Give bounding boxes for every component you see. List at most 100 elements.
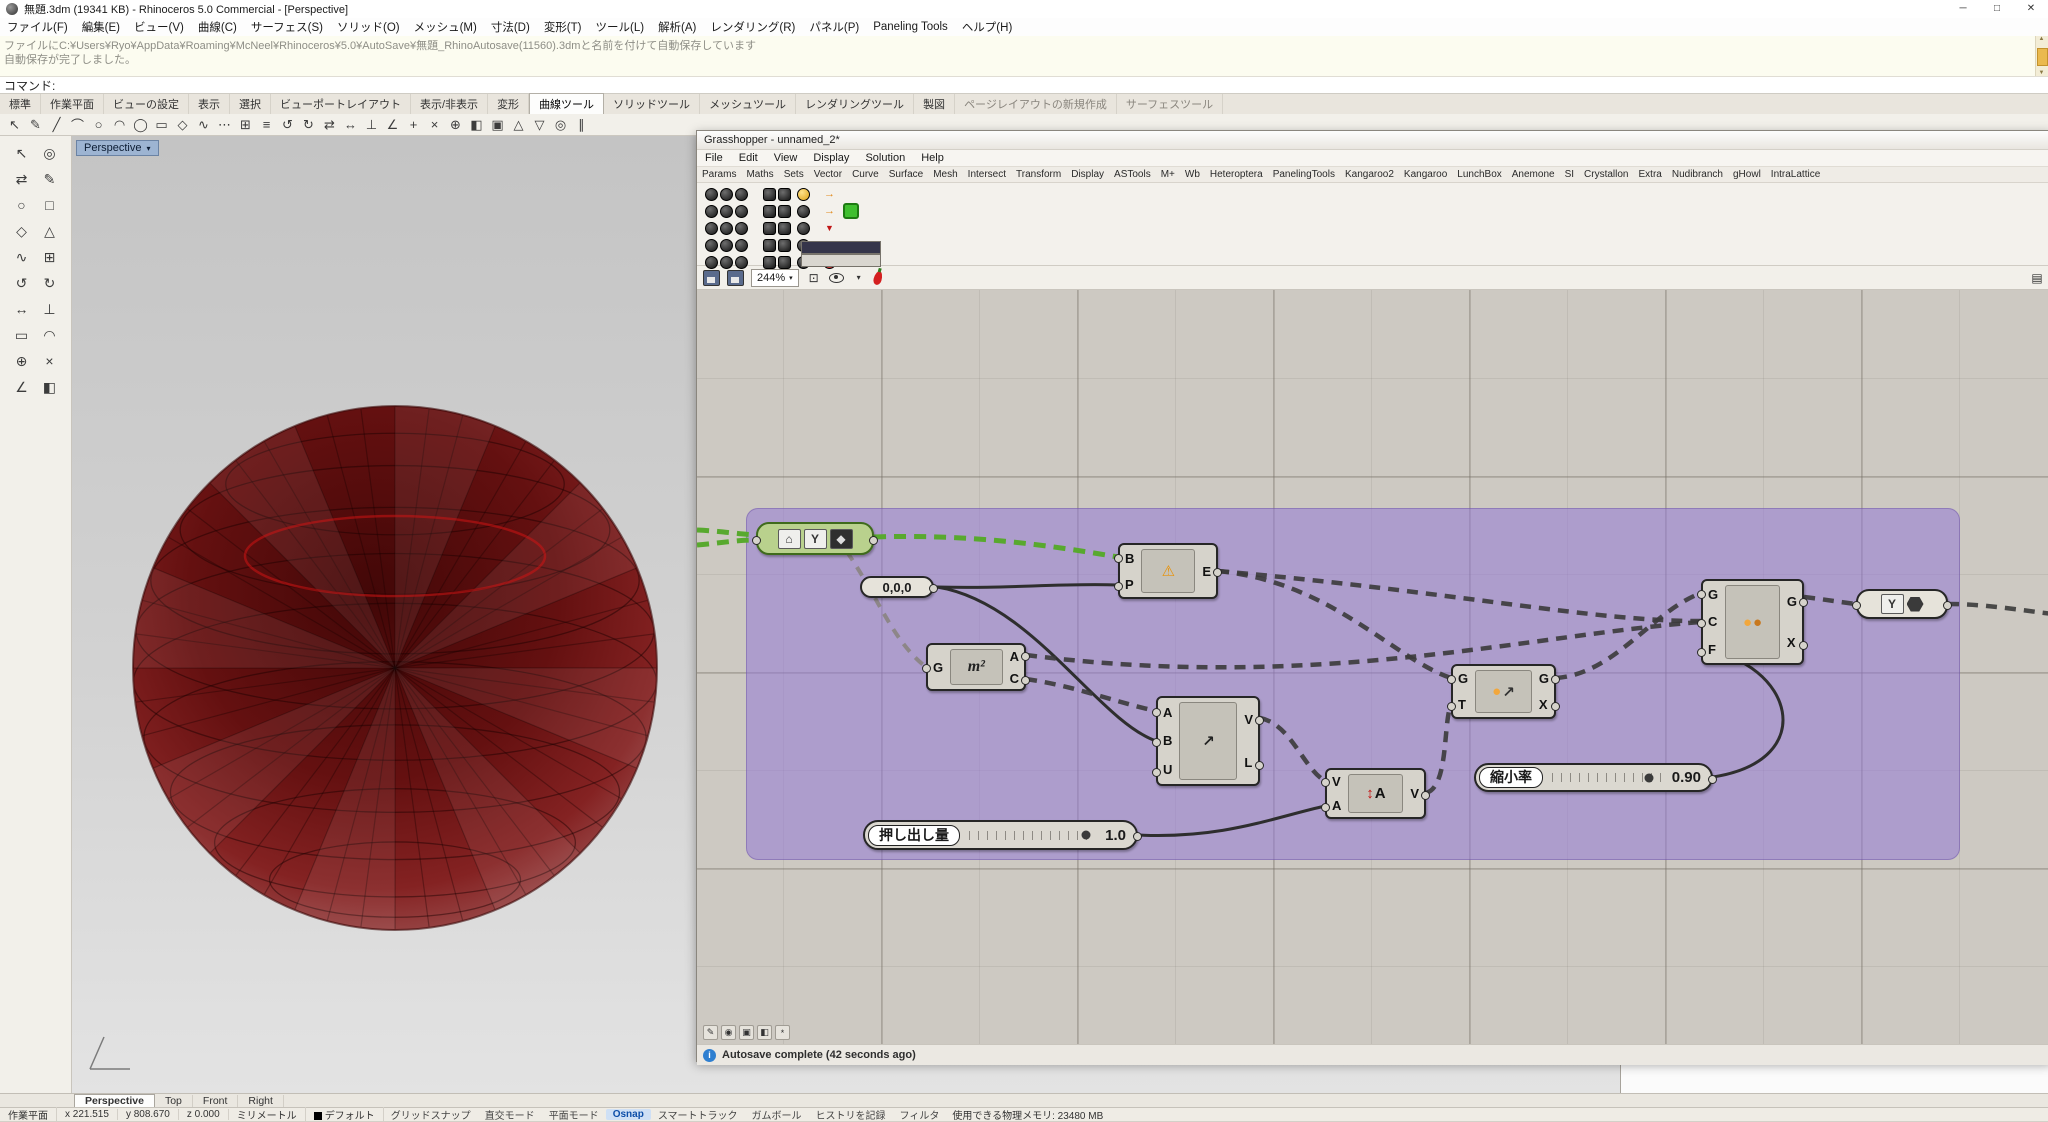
toolbar-icon-14[interactable]: ↺ — [282, 116, 293, 132]
input-nub[interactable] — [1697, 619, 1706, 628]
palette-icon[interactable] — [720, 239, 733, 252]
output-nub[interactable] — [1421, 790, 1430, 800]
gh-tab-24[interactable]: gHowl — [1733, 169, 1761, 180]
gh-tab-3[interactable]: Sets — [783, 169, 804, 180]
left-tool-icon-11[interactable]: ↺ — [15, 274, 28, 291]
gh-tab-25[interactable]: IntraLattice — [1770, 169, 1821, 180]
rhino-menu-item-7[interactable]: メッシュ(M) — [413, 22, 477, 34]
toolbar-icon-5[interactable]: ○ — [94, 117, 103, 132]
gh-tab-22[interactable]: Extra — [1638, 169, 1662, 180]
toolbar-icon-21[interactable]: × — [430, 117, 439, 132]
status-pane-スマートトラック[interactable]: スマートトラック — [657, 1111, 738, 1122]
rhino-menu-item-13[interactable]: パネル(P) — [809, 22, 860, 34]
input-nub[interactable] — [1852, 601, 1861, 610]
status-cell-1[interactable]: 作業平面 — [0, 1107, 57, 1122]
slider-handle[interactable] — [1081, 830, 1091, 840]
palette-icon[interactable] — [797, 188, 810, 201]
palette-icon[interactable] — [705, 205, 718, 218]
toolbar-tab-11[interactable]: メッシュツール — [700, 94, 797, 114]
left-tool-icon-8[interactable]: △ — [44, 222, 55, 239]
toolbar-icon-9[interactable]: ◇ — [177, 116, 188, 132]
left-tool-icon-20[interactable]: ◧ — [42, 378, 57, 395]
output-nub[interactable] — [1943, 601, 1952, 610]
rhino-menu-item-1[interactable]: ファイル(F) — [7, 22, 68, 34]
gh-tab-10[interactable]: Display — [1071, 169, 1105, 180]
status-pane-直交モード[interactable]: 直交モード — [484, 1111, 535, 1122]
palette-icon[interactable] — [797, 205, 810, 218]
chevron-down-icon[interactable]: ▾ — [146, 143, 151, 153]
gh-menu-item-2[interactable]: Edit — [738, 152, 758, 164]
rhino-menu-item-8[interactable]: 寸法(D) — [490, 22, 530, 34]
left-tool-icon-19[interactable]: ∠ — [15, 378, 28, 395]
gh-tab-14[interactable]: Heteroptera — [1209, 169, 1263, 180]
gh-tab-20[interactable]: SI — [1564, 169, 1575, 180]
left-tool-icon-5[interactable]: ○ — [17, 197, 26, 213]
palette-icon[interactable] — [778, 188, 791, 201]
gh-tab-18[interactable]: LunchBox — [1457, 169, 1502, 180]
zoom-control[interactable]: 244% ▾ — [751, 268, 799, 287]
toolbar-icon-3[interactable]: ╱ — [52, 116, 61, 132]
toolbar-tab-9[interactable]: 曲線ツール — [529, 93, 605, 114]
slider-track[interactable] — [969, 830, 1096, 840]
gh-tab-11[interactable]: ASTools — [1114, 169, 1151, 180]
toolbar-icon-25[interactable]: △ — [513, 116, 524, 132]
output-nub[interactable] — [1799, 597, 1808, 607]
palette-selection-box[interactable] — [801, 241, 881, 254]
close-button[interactable]: ✕ — [2026, 3, 2036, 14]
palette-icon[interactable]: → — [824, 205, 835, 217]
rhino-menu-item-14[interactable]: Paneling Tools — [873, 21, 948, 33]
palette-icon[interactable] — [763, 222, 776, 235]
canvas-mini-icon-4[interactable]: ◧ — [757, 1025, 772, 1040]
toolbar-icon-18[interactable]: ⊥ — [365, 116, 378, 132]
left-tool-icon-2[interactable]: ◎ — [43, 144, 56, 161]
left-tool-icon-4[interactable]: ✎ — [43, 170, 56, 187]
toolbar-icon-26[interactable]: ▽ — [534, 116, 545, 132]
gh-tab-15[interactable]: PanelingTools — [1272, 169, 1335, 180]
palette-icon[interactable] — [735, 222, 748, 235]
rhino-menu-item-4[interactable]: 曲線(C) — [197, 22, 237, 34]
rhino-menu-item-2[interactable]: 編集(E) — [81, 22, 121, 34]
input-nub[interactable] — [1152, 708, 1161, 717]
left-tool-icon-1[interactable]: ↖ — [15, 144, 28, 161]
toolbar-tab-3[interactable]: ビューの設定 — [104, 94, 189, 114]
palette-icon[interactable] — [735, 205, 748, 218]
palette-icon[interactable] — [705, 239, 718, 252]
output-nub[interactable] — [1213, 568, 1222, 577]
palette-icon[interactable]: → — [824, 188, 835, 200]
toolbar-tab-6[interactable]: ビューポートレイアウト — [271, 94, 411, 114]
canvas-corner-icon[interactable]: ▤ — [2031, 270, 2043, 285]
toolbar-tab-13[interactable]: 製図 — [914, 94, 956, 114]
left-tool-icon-7[interactable]: ◇ — [16, 222, 27, 239]
chevron-down-icon[interactable]: ▾ — [856, 273, 861, 282]
palette-icon[interactable] — [735, 239, 748, 252]
rhino-menu-item-11[interactable]: 解析(A) — [658, 22, 697, 34]
palette-icon[interactable] — [763, 239, 776, 252]
palette-icon[interactable] — [763, 256, 776, 269]
output-nub[interactable] — [1133, 832, 1142, 841]
toolbar-icon-2[interactable]: ✎ — [30, 116, 41, 132]
left-tool-icon-6[interactable]: □ — [45, 197, 54, 213]
toolbar-icon-24[interactable]: ▣ — [491, 116, 504, 132]
rhino-menu-item-5[interactable]: サーフェス(S) — [250, 22, 323, 34]
output-nub[interactable] — [1021, 652, 1030, 661]
gh-tab-9[interactable]: Transform — [1016, 169, 1062, 180]
output-nub[interactable] — [1551, 702, 1560, 712]
gh-tab-4[interactable]: Vector — [813, 169, 843, 180]
viewport-tab-3[interactable]: Front — [193, 1095, 239, 1107]
palette-icon[interactable] — [763, 205, 776, 218]
palette-icon[interactable] — [778, 239, 791, 252]
palette-icon[interactable] — [720, 256, 733, 269]
left-tool-icon-10[interactable]: ⊞ — [43, 248, 56, 265]
toolbar-icon-15[interactable]: ↻ — [303, 116, 314, 132]
left-tool-icon-9[interactable]: ∿ — [15, 248, 28, 265]
palette-dropdown-box[interactable] — [801, 254, 881, 267]
toolbar-tab-7[interactable]: 表示/非表示 — [411, 94, 489, 114]
output-nub[interactable] — [1255, 715, 1264, 725]
command-history[interactable]: ファイルにC:¥Users¥Ryo¥AppData¥Roaming¥McNeel… — [0, 36, 2048, 76]
